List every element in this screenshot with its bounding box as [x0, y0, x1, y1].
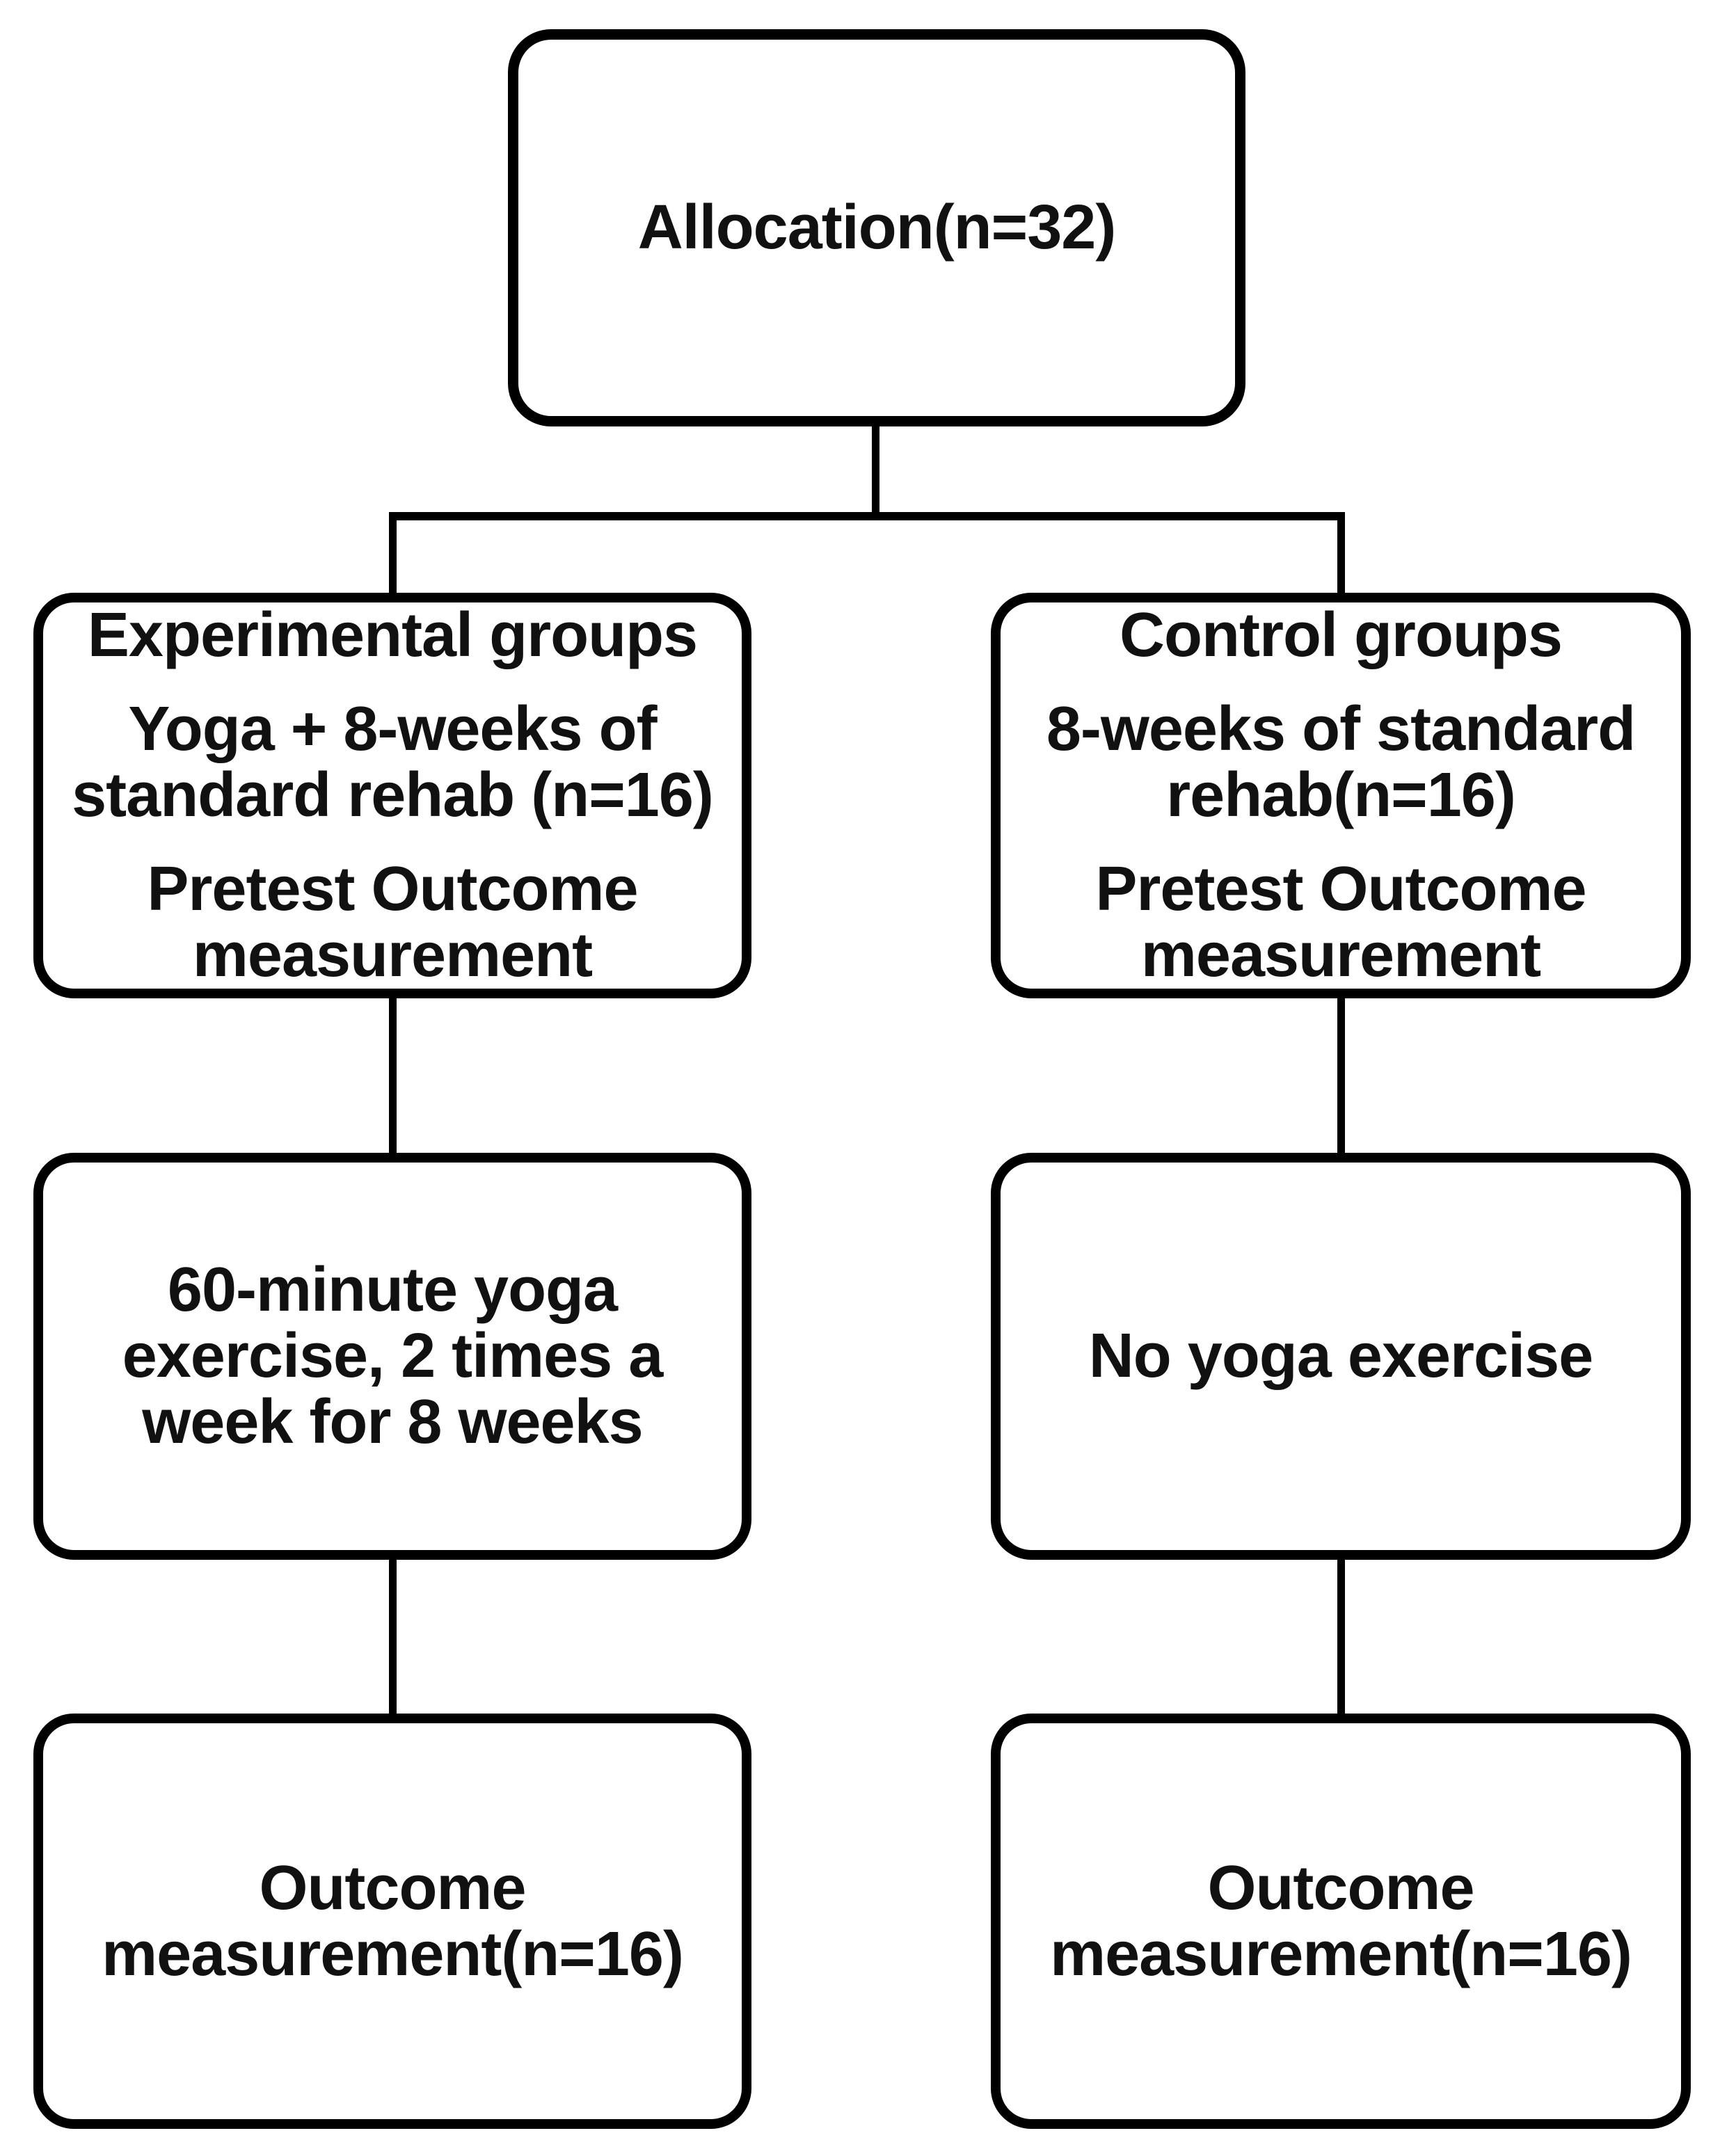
experimental-group-pretest: Pretest Outcome measurement	[147, 854, 638, 990]
control-group-intervention: 8-weeks of standard rehab(n=16)	[1046, 694, 1636, 830]
node-experimental-group: Experimental groups Yoga + 8-weeks of st…	[33, 593, 751, 998]
connector-control-to-no-yoga	[1337, 997, 1345, 1154]
node-outcome-control: Outcome measurement(n=16)	[991, 1714, 1691, 2129]
control-group-heading: Control groups	[1120, 600, 1563, 670]
connector-drop-control	[1337, 512, 1345, 594]
connector-drop-experimental	[389, 512, 397, 594]
node-outcome-experimental: Outcome measurement(n=16)	[33, 1714, 751, 2129]
node-no-yoga: No yoga exercise	[991, 1153, 1691, 1560]
experimental-group-heading: Experimental groups	[87, 600, 698, 670]
node-yoga-intervention: 60-minute yoga exercise, 2 times a week …	[33, 1153, 751, 1560]
connector-experimental-to-yoga	[389, 997, 397, 1154]
node-allocation: Allocation(n=32)	[508, 29, 1245, 426]
connector-allocation-stem	[872, 425, 879, 520]
node-control-group: Control groups 8-weeks of standard rehab…	[991, 593, 1691, 998]
yoga-intervention-label: 60-minute yoga exercise, 2 times a week …	[122, 1255, 664, 1457]
no-yoga-label: No yoga exercise	[1088, 1321, 1593, 1391]
connector-split-bar	[389, 512, 1345, 520]
control-group-pretest: Pretest Outcome measurement	[1095, 854, 1586, 990]
outcome-experimental-label: Outcome measurement(n=16)	[102, 1853, 684, 1989]
connector-no-yoga-to-outcome	[1337, 1558, 1345, 1715]
allocation-label: Allocation(n=32)	[637, 193, 1117, 262]
experimental-group-intervention: Yoga + 8-weeks of standard rehab (n=16)	[72, 694, 714, 830]
outcome-control-label: Outcome measurement(n=16)	[1050, 1853, 1632, 1989]
connector-yoga-to-outcome	[389, 1558, 397, 1715]
